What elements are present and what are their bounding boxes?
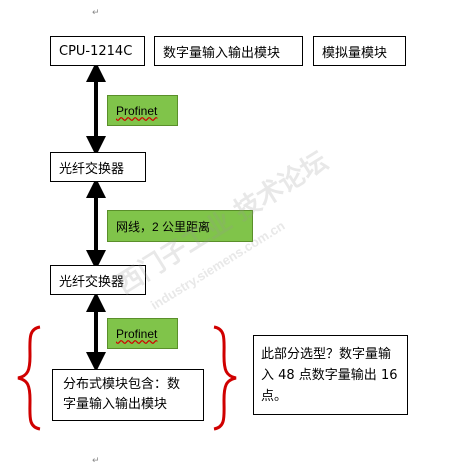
selection-note-box: 此部分选型？数字量输入 48 点数字量输出 16 点。 [253, 335, 408, 415]
analog-module-label: 模拟量模块 [322, 45, 388, 61]
profinet-label-1: Profinet [107, 95, 178, 126]
cpu-box: CPU-1214C [50, 36, 145, 66]
cable-distance-label: 网线，2 公里距离 [107, 210, 253, 242]
left-red-brace [17, 325, 41, 431]
profinet-label-2: Profinet [107, 318, 178, 349]
fiber-converter-label-2: 光纤交换器 [59, 274, 125, 290]
right-red-brace [213, 325, 237, 431]
cpu-label: CPU-1214C [59, 43, 133, 59]
analog-module-box: 模拟量模块 [313, 36, 406, 66]
selection-note-text: 此部分选型？数字量输入 48 点数字量输出 16 点。 [261, 347, 398, 404]
distributed-module-line2: 字量输入输出模块 [63, 397, 168, 412]
paragraph-mark: ↵ [92, 456, 100, 466]
fiber-converter-box-1: 光纤交换器 [50, 152, 146, 182]
fiber-converter-label-1: 光纤交换器 [59, 161, 125, 177]
distributed-module-box: 分布式模块包含：数 字量输入输出模块 [52, 369, 204, 421]
digital-io-box: 数字量输入输出模块 [154, 36, 303, 66]
fiber-converter-box-2: 光纤交换器 [50, 265, 146, 295]
paragraph-mark: ↵ [92, 8, 100, 18]
profinet-text-2: Profinet [116, 326, 158, 341]
profinet-text-1: Profinet [116, 103, 158, 118]
cable-distance-text: 网线，2 公里距离 [116, 219, 211, 234]
distributed-module-line1: 分布式模块包含：数 [63, 377, 181, 392]
digital-io-label: 数字量输入输出模块 [163, 45, 281, 61]
